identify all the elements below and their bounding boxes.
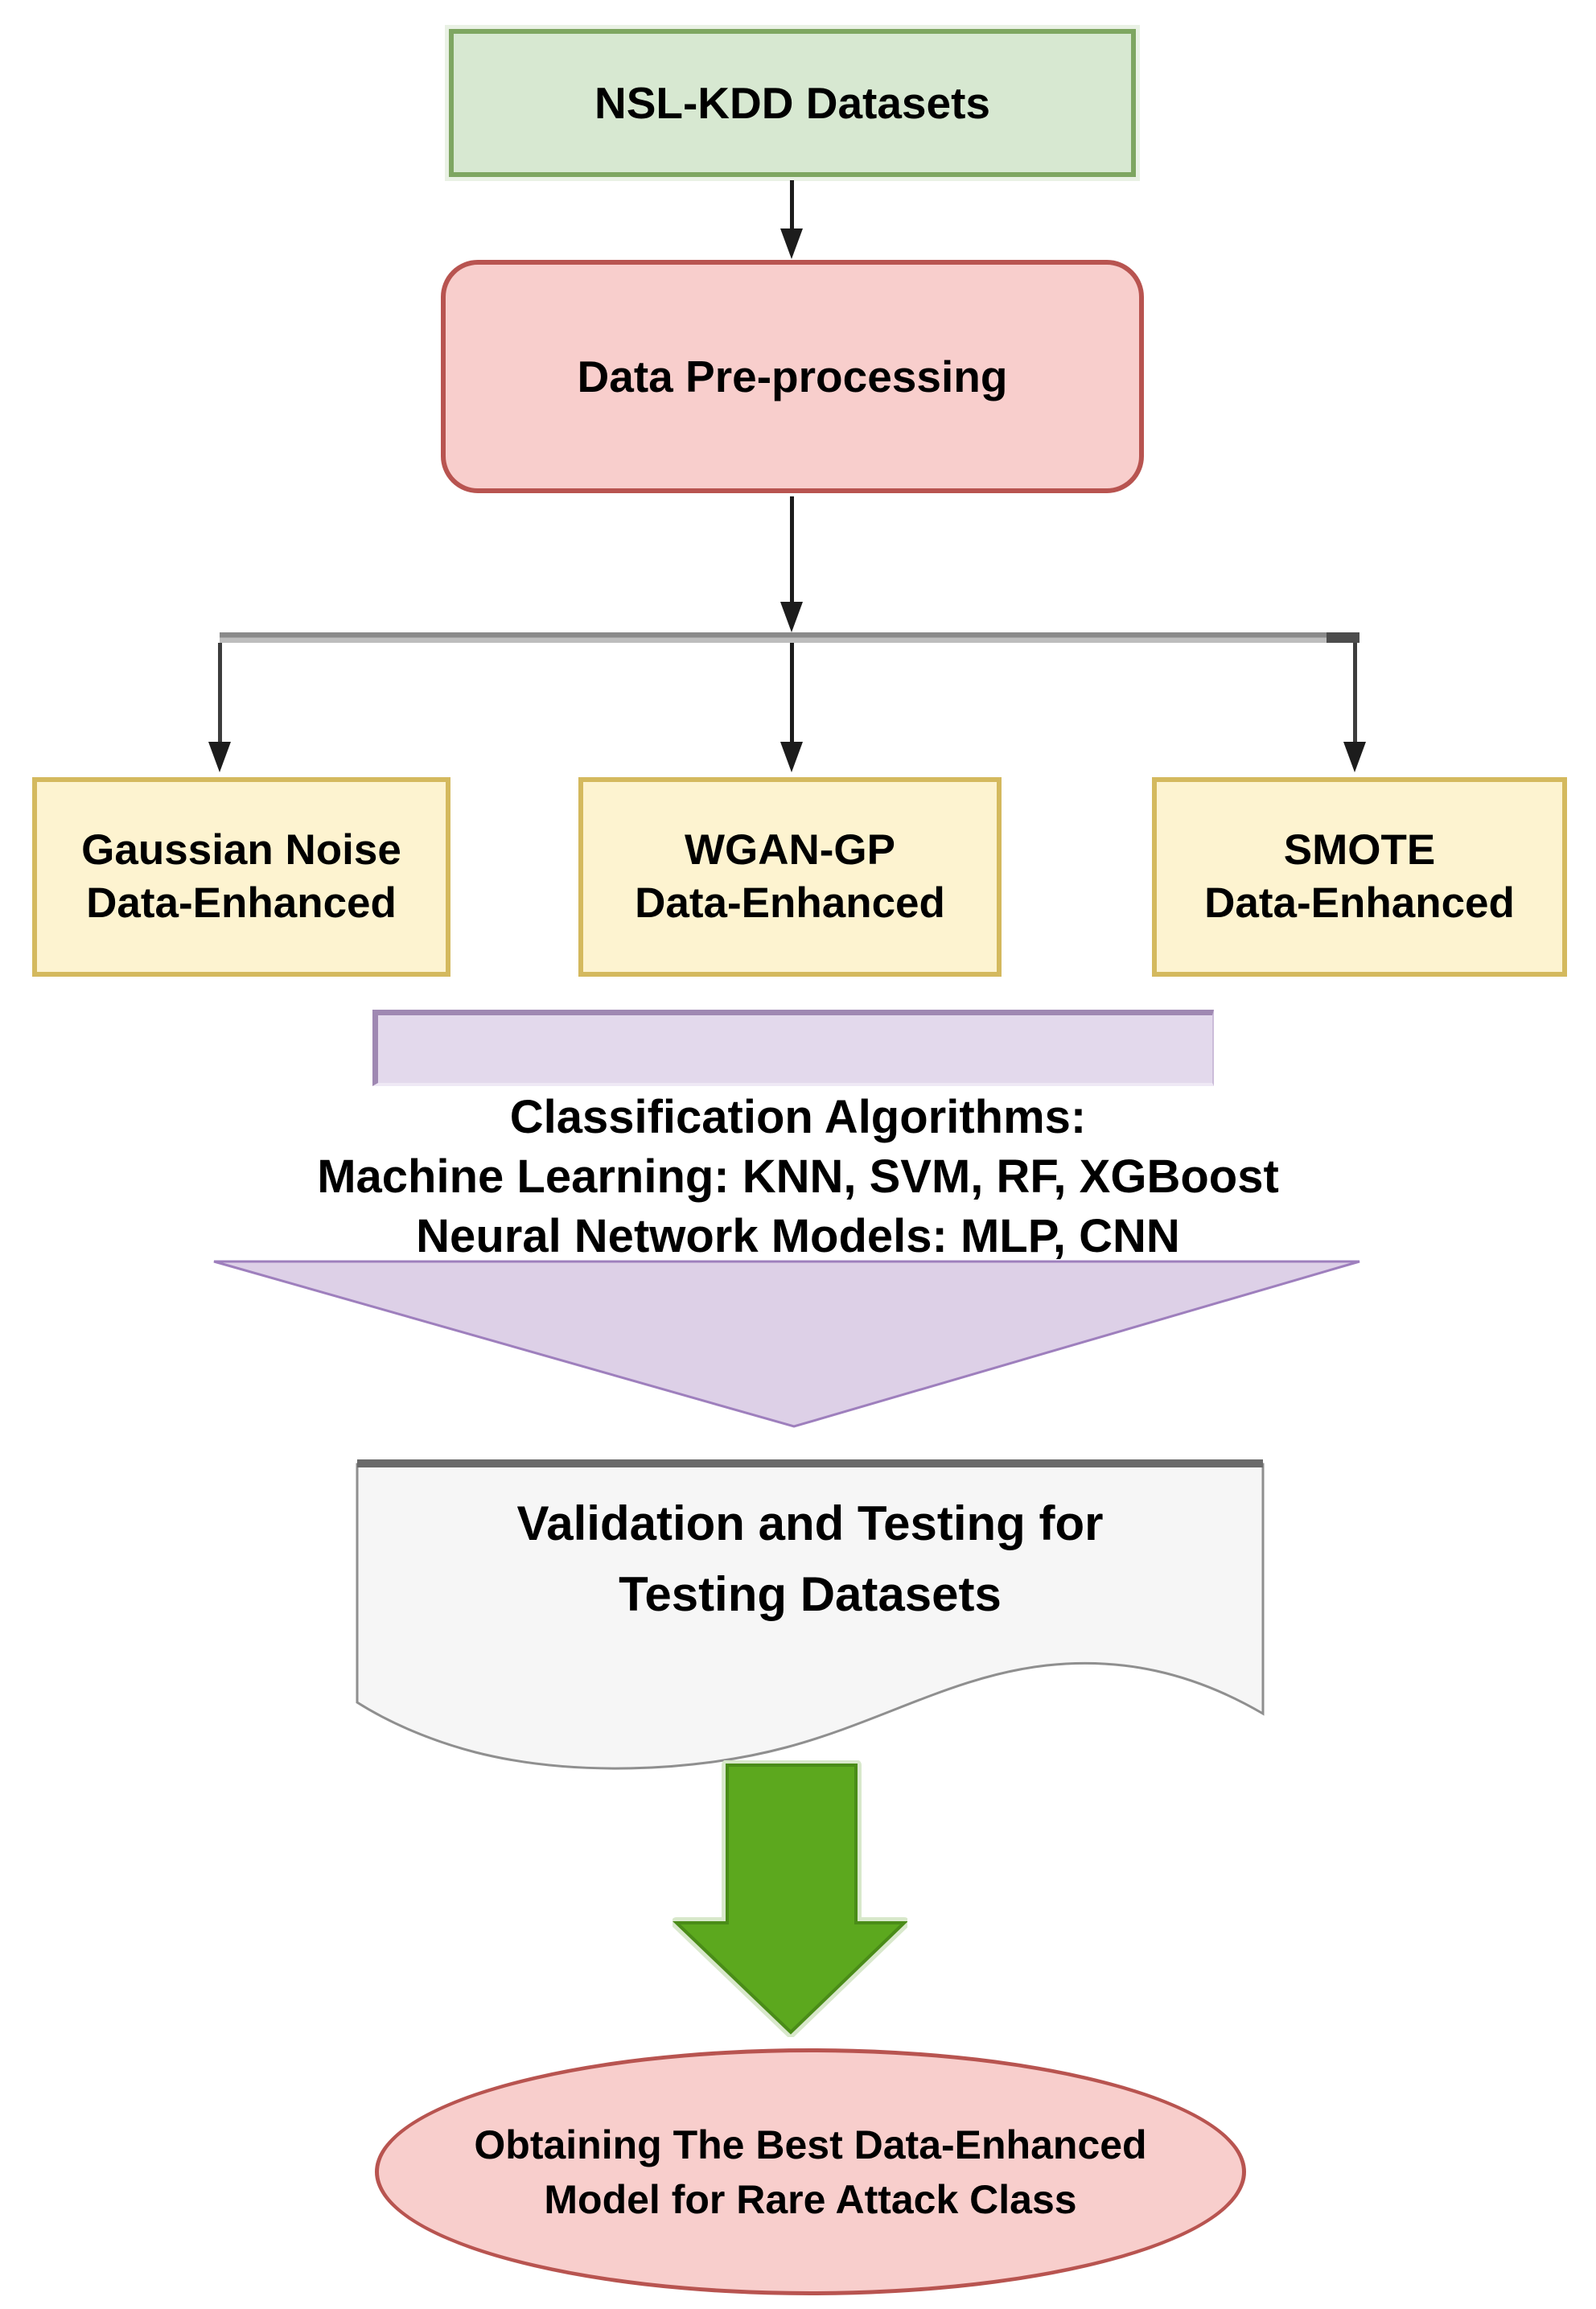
connector-branch-smote [1353, 643, 1357, 745]
connector-branch-wgan [790, 643, 794, 745]
classification-line: Neural Network Models: MLP, CNN [416, 1210, 1180, 1262]
node-nsl-kdd-datasets: NSL-KDD Datasets [449, 29, 1136, 177]
arrowhead-down-icon [780, 228, 803, 259]
node-smote-data-enhanced: SMOTE Data-Enhanced [1152, 777, 1567, 977]
classification-line: Classification Algorithms: [509, 1091, 1087, 1143]
branch-bar-end-cap [1327, 632, 1359, 643]
node-label: NSL-KDD Datasets [594, 78, 991, 128]
result-line: Model for Rare Attack Class [544, 2176, 1077, 2222]
classification-funnel-triangle [213, 1260, 1360, 1428]
node-data-preprocessing: Data Pre-processing [441, 260, 1144, 493]
validation-line: Validation and Testing for [516, 1496, 1104, 1550]
connector-preprocessing-branch [790, 496, 794, 604]
arrowhead-down-icon [208, 742, 231, 772]
classification-line: Machine Learning: KNN, SVM, RF, XGBoost [317, 1150, 1279, 1203]
result-line: Obtaining The Best Data-Enhanced [474, 2122, 1147, 2167]
connector-datasets-preprocessing [790, 180, 794, 230]
big-down-arrow-icon [673, 1760, 907, 2037]
classification-funnel-top [372, 1010, 1214, 1086]
node-label-line: WGAN-GP [684, 826, 896, 874]
node-label-line: Data-Enhanced [635, 879, 945, 927]
node-gaussian-noise-data-enhanced: Gaussian Noise Data-Enhanced [32, 777, 450, 977]
node-label-line: SMOTE [1283, 826, 1436, 874]
node-label-line: Data-Enhanced [1204, 879, 1515, 927]
node-wgan-gp-data-enhanced: WGAN-GP Data-Enhanced [578, 777, 1002, 977]
validation-label: Validation and Testing for Testing Datas… [355, 1488, 1265, 1630]
connector-branch-gaussian [218, 643, 222, 745]
node-label: Data Pre-processing [577, 352, 1008, 401]
arrowhead-down-icon [780, 742, 803, 772]
validation-line: Testing Datasets [619, 1567, 1002, 1621]
node-best-model-result: Obtaining The Best Data-Enhanced Model f… [375, 2048, 1246, 2295]
arrowhead-down-icon [780, 602, 803, 632]
classification-label: Classification Algorithms: Machine Learn… [74, 1088, 1522, 1266]
node-label-line: Gaussian Noise [81, 826, 401, 874]
node-validation-document [356, 1459, 1265, 1770]
branch-bar [220, 632, 1359, 643]
node-label-line: Data-Enhanced [86, 879, 397, 927]
arrowhead-down-icon [1343, 742, 1366, 772]
